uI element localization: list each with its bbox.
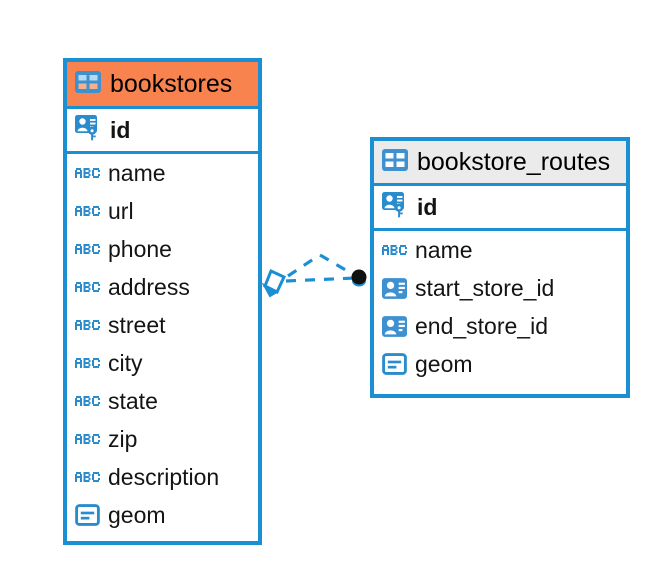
column-row-id[interactable]: id	[67, 109, 258, 151]
column-row-geom[interactable]: geom	[374, 345, 626, 383]
entity-table-bookstores[interactable]: bookstores	[63, 58, 262, 545]
foreign-key-icon	[382, 315, 407, 337]
column-row-street[interactable]: street	[67, 306, 258, 344]
primary-key-section: id	[374, 186, 626, 231]
column-label-city: city	[108, 349, 143, 376]
diamond-endpoint	[263, 268, 286, 295]
column-row-start-store-id[interactable]: start_store_id	[374, 269, 626, 307]
column-label-start-store-id: start_store_id	[415, 274, 555, 301]
column-label-address: address	[108, 273, 190, 300]
column-row-description[interactable]: description	[67, 458, 258, 496]
table-icon	[382, 148, 408, 176]
column-list-bookstores: name url phone address street city state zip des…	[67, 154, 258, 534]
primary-key-section: id	[67, 109, 258, 154]
geometry-column-icon	[382, 353, 407, 375]
entity-header-bookstores[interactable]: bookstores	[67, 62, 258, 109]
column-label-name: name	[108, 159, 166, 186]
text-column-icon	[75, 394, 100, 408]
text-column-icon	[75, 318, 100, 332]
text-column-icon	[75, 204, 100, 218]
column-row-address[interactable]: address	[67, 268, 258, 306]
column-label-state: state	[108, 387, 158, 414]
column-label-phone: phone	[108, 235, 172, 262]
column-label-name: name	[415, 236, 473, 263]
primary-key-icon	[382, 191, 409, 223]
column-row-end-store-id[interactable]: end_store_id	[374, 307, 626, 345]
text-column-icon	[75, 432, 100, 446]
text-column-icon	[75, 280, 100, 294]
column-label-id: id	[110, 116, 131, 143]
table-icon	[75, 70, 101, 98]
column-row-state[interactable]: state	[67, 382, 258, 420]
column-label-zip: zip	[108, 425, 138, 452]
column-row-name[interactable]: name	[374, 231, 626, 269]
entity-title-label: bookstore_routes	[417, 147, 611, 176]
column-label-id: id	[417, 193, 438, 220]
diamond-endpoint-tail	[261, 282, 280, 298]
column-label-end-store-id: end_store_id	[415, 312, 548, 339]
relationship-line-upper-left	[287, 254, 319, 278]
entity-title-label: bookstores	[110, 69, 233, 98]
text-column-icon	[75, 166, 100, 180]
column-label-geom: geom	[415, 350, 473, 377]
column-label-street: street	[108, 311, 166, 338]
dot-endpoint-ring	[352, 275, 366, 287]
column-row-phone[interactable]: phone	[67, 230, 258, 268]
column-row-geom[interactable]: geom	[67, 496, 258, 534]
text-column-icon	[382, 243, 407, 257]
column-row-id[interactable]: id	[374, 186, 626, 228]
dot-endpoint	[351, 269, 367, 285]
entity-header-bookstore-routes[interactable]: bookstore_routes	[374, 141, 626, 186]
foreign-key-icon	[382, 277, 407, 299]
relationship-line-upper-right	[319, 253, 357, 278]
text-column-icon	[75, 242, 100, 256]
column-label-url: url	[108, 197, 134, 224]
column-label-description: description	[108, 463, 220, 490]
column-row-name[interactable]: name	[67, 154, 258, 192]
column-row-zip[interactable]: zip	[67, 420, 258, 458]
column-row-city[interactable]: city	[67, 344, 258, 382]
entity-table-bookstore-routes[interactable]: bookstore_routes	[370, 137, 630, 398]
text-column-icon	[75, 356, 100, 370]
column-label-geom: geom	[108, 501, 166, 528]
text-column-icon	[75, 470, 100, 484]
primary-key-icon	[75, 114, 102, 146]
relationship-line-lower	[285, 276, 357, 283]
geometry-column-icon	[75, 504, 100, 526]
column-row-url[interactable]: url	[67, 192, 258, 230]
